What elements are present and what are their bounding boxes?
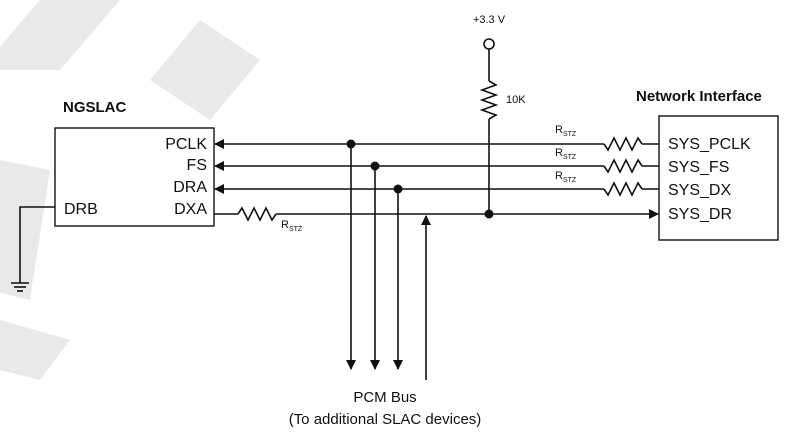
dxa-line: RSTZ <box>214 206 659 380</box>
watermark <box>0 0 260 380</box>
ngslac-pin-fs: FS <box>187 157 207 174</box>
supply-pullup: +3.3 V 10K <box>473 14 526 214</box>
pullup-value: 10K <box>506 94 526 106</box>
pcm-bus-label: PCM Bus <box>353 389 416 406</box>
fs-line: RSTZ <box>214 147 659 370</box>
rstz-label-pclk: RSTZ <box>555 124 577 138</box>
network-pin-sys-dx: SYS_DX <box>668 182 731 199</box>
network-title: Network Interface <box>636 88 762 105</box>
rstz-resistor-fs <box>603 158 643 174</box>
network-pin-sys-fs: SYS_FS <box>668 159 729 176</box>
network-pin-sys-pclk: SYS_PCLK <box>668 136 751 153</box>
ngslac-title: NGSLAC <box>63 99 127 116</box>
ngslac-pin-dxa: DXA <box>174 201 207 218</box>
rstz-resistor-pclk <box>603 136 643 152</box>
ngslac-pin-dra: DRA <box>173 179 207 196</box>
pullup-resistor <box>479 80 499 120</box>
rstz-resistor-dx <box>603 181 643 197</box>
ngslac-pin-pclk: PCLK <box>165 136 207 153</box>
pcm-bus-note: (To additional SLAC devices) <box>289 411 482 428</box>
network-pin-sys-dr: SYS_DR <box>668 206 732 223</box>
ngslac-block <box>54 127 215 227</box>
dra-line: RSTZ <box>214 170 659 370</box>
rstz-label-fs: RSTZ <box>555 147 577 161</box>
rstz-label-dxa: RSTZ <box>281 219 303 233</box>
supply-terminal <box>483 38 495 50</box>
rstz-label-dx: RSTZ <box>555 170 577 184</box>
ngslac-pin-drb: DRB <box>64 201 98 218</box>
network-block <box>658 115 779 241</box>
drb-ground <box>11 206 55 292</box>
pclk-line: RSTZ <box>214 124 659 370</box>
rstz-resistor-dxa <box>237 206 277 222</box>
supply-voltage-label: +3.3 V <box>473 14 506 26</box>
